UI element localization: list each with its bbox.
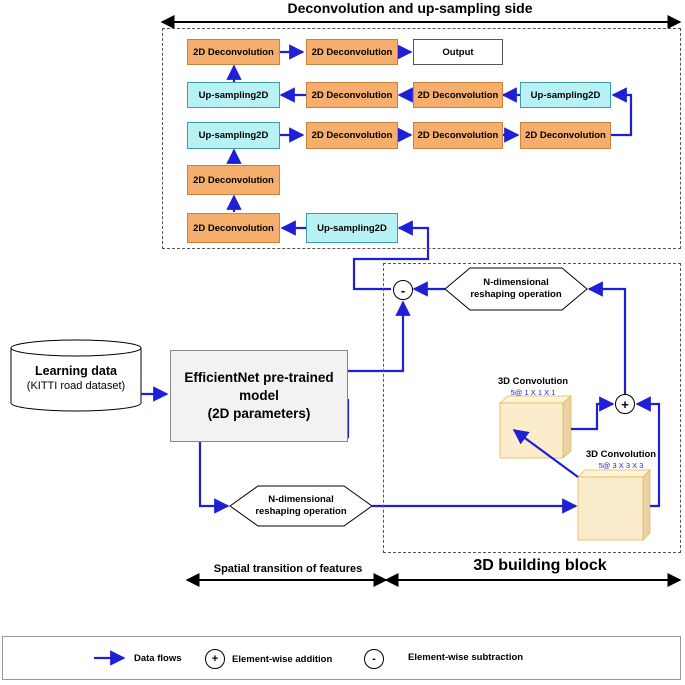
conv-small-label: 3D Convolution 5@ 1 X 1 X 1 xyxy=(478,376,588,398)
reshape-top-line2: reshaping operation xyxy=(470,289,562,300)
building-block-region xyxy=(383,263,681,553)
deconv-r2c2: 2D Deconvolution xyxy=(306,82,398,108)
model-line3: (2D parameters) xyxy=(207,406,311,421)
reshape-bottom-line2: reshaping operation xyxy=(255,506,347,517)
upsampling-r5c2: Up-sampling2D xyxy=(306,213,398,243)
conv-cube-large xyxy=(577,469,651,541)
conv-large-label: 3D Convolution 5@ 3 X 3 X 3 xyxy=(566,449,676,471)
upsampling-r3c1: Up-sampling2D xyxy=(187,122,280,149)
deconv-r4c1: 2D Deconvolution xyxy=(187,165,280,195)
deconv-r2c3: 2D Deconvolution xyxy=(413,82,503,108)
legend-addition-icon: + xyxy=(205,649,225,669)
deconv-r1c2: 2D Deconvolution xyxy=(306,39,398,65)
conv-large-detail: 5@ 3 X 3 X 3 xyxy=(598,461,644,470)
subtraction-operator: - xyxy=(393,280,413,300)
spatial-transition-label: Spatial transition of features xyxy=(213,563,363,575)
upsampling-r2c4: Up-sampling2D xyxy=(520,82,611,108)
learning-data-label: Learning data (KITTI road dataset) xyxy=(11,364,141,394)
model-line2: model xyxy=(239,388,279,403)
conv-cube-small xyxy=(498,395,573,459)
legend-addition-label: Element-wise addition xyxy=(232,654,333,665)
building-block-label: 3D building block xyxy=(473,557,607,574)
conv-small-title: 3D Convolution xyxy=(497,376,569,387)
reshape-top-label: N-dimensional reshaping operation xyxy=(455,277,577,301)
legend-subtraction-label: Element-wise subtraction xyxy=(408,652,524,663)
upsampling-r2c1: Up-sampling2D xyxy=(187,82,280,108)
reshape-hexagon-top xyxy=(444,267,588,311)
deconvolution-side-title: Deconvolution and up-sampling side xyxy=(287,0,533,16)
deconv-r3c3: 2D Deconvolution xyxy=(413,122,503,149)
reshape-bottom-label: N-dimensional reshaping operation xyxy=(241,494,361,518)
output-block: Output xyxy=(413,39,503,65)
legend-panel xyxy=(2,636,681,680)
legend-subtraction-icon: - xyxy=(364,649,384,669)
deconvolution-region xyxy=(162,28,681,249)
efficientnet-model-box: EfficientNet pre-trained model (2D param… xyxy=(170,350,348,442)
deconv-r5c1: 2D Deconvolution xyxy=(187,213,280,243)
model-line1: EfficientNet pre-trained xyxy=(184,370,334,385)
reshape-top-line1: N-dimensional xyxy=(483,277,549,288)
addition-operator: + xyxy=(615,394,635,414)
conv-large-title: 3D Convolution xyxy=(585,449,657,460)
deconv-r3c4: 2D Deconvolution xyxy=(520,122,611,149)
learning-data-title: Learning data xyxy=(35,364,117,378)
database-icon xyxy=(10,339,142,412)
learning-data-subtitle: (KITTI road dataset) xyxy=(26,380,126,392)
deconv-r1c1: 2D Deconvolution xyxy=(187,39,280,65)
legend-data-flows: Data flows xyxy=(134,653,182,664)
deconv-r3c2: 2D Deconvolution xyxy=(306,122,398,149)
data-flow-arrows xyxy=(94,44,661,666)
conv-small-detail: 5@ 1 X 1 X 1 xyxy=(510,388,556,397)
reshape-bottom-line1: N-dimensional xyxy=(268,494,334,505)
